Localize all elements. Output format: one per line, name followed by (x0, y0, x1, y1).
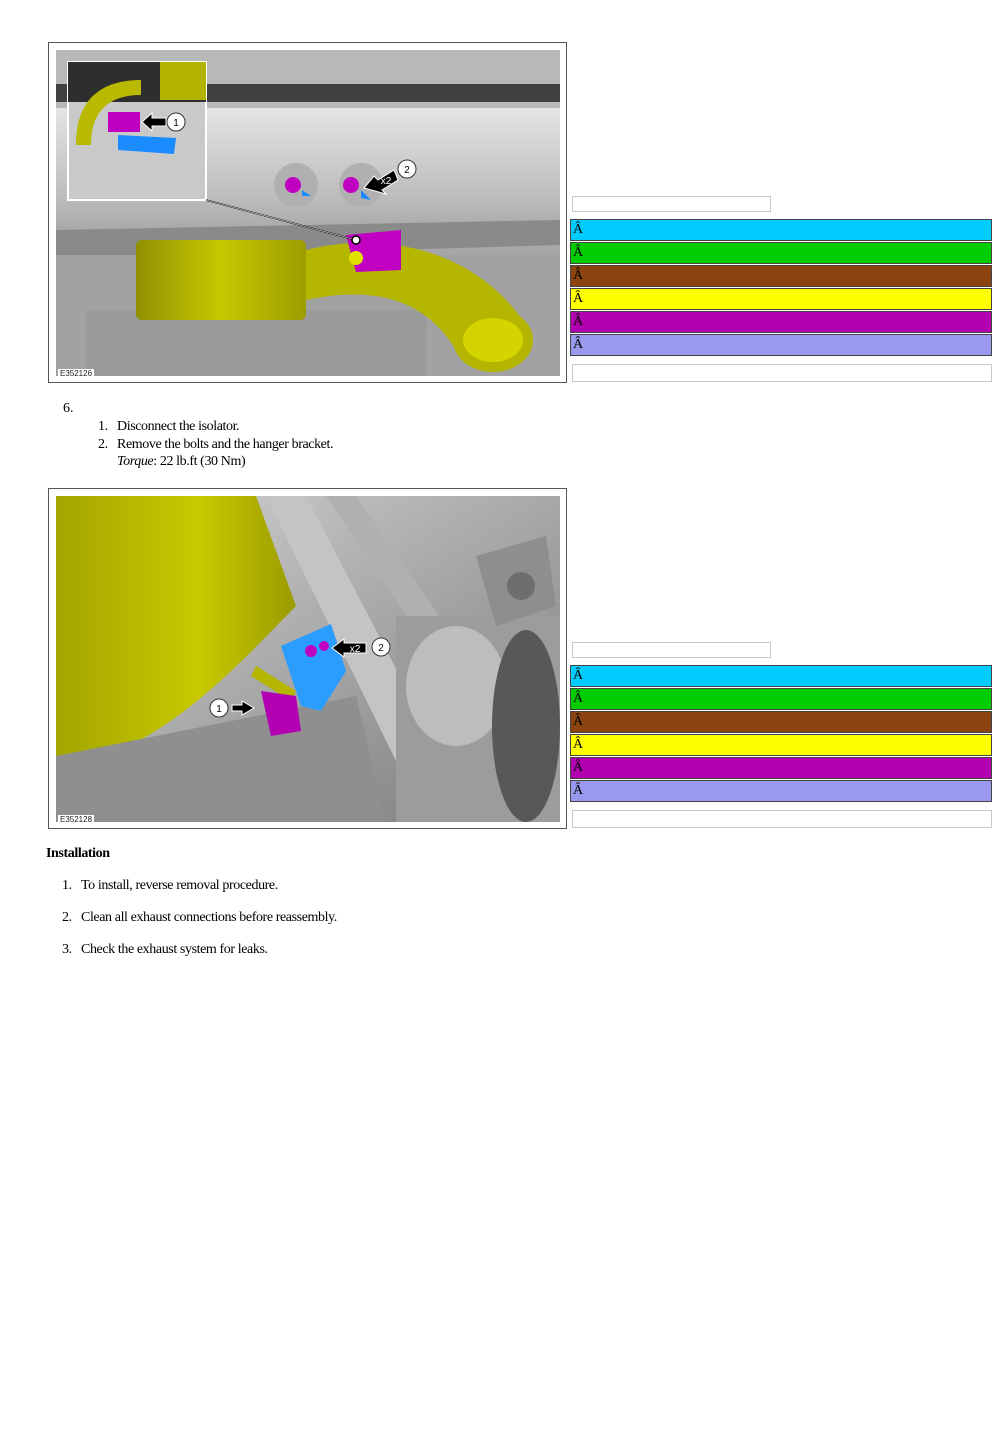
step-number: 3. (62, 942, 72, 957)
list-item: 1. To install, reverse removal procedure. (62, 878, 278, 894)
legend-swatch-green: Â (570, 242, 992, 264)
torque-label: Torque (117, 454, 154, 469)
legend-swatch-yellow: Â (570, 734, 992, 756)
legend-swatch-magenta: Â (570, 757, 992, 779)
legend-footer-box (572, 364, 992, 382)
step-number: 6. (63, 401, 74, 416)
figure-e352126: 1 x2 2 E352126 (48, 42, 567, 383)
figure-id-label: E352126 (58, 369, 95, 378)
callout-multiplier: x2 (381, 176, 392, 187)
step-text: To install, reverse removal procedure. (81, 878, 278, 893)
legend-figure-1: Â Â Â Â Â Â (570, 196, 992, 384)
figure-id-label: E352128 (58, 815, 95, 824)
legend-swatch-cyan: Â (570, 665, 992, 687)
legend-swatch-magenta: Â (570, 311, 992, 333)
step-number: 1. (62, 878, 72, 893)
callout-1: 1 (216, 704, 222, 715)
legend-swatch-lavender: Â (570, 334, 992, 356)
callout-2: 2 (378, 643, 384, 654)
step-text: Clean all exhaust connections before rea… (81, 910, 337, 925)
legend-figure-2: Â Â Â Â Â Â (570, 642, 992, 830)
legend-swatch-yellow: Â (570, 288, 992, 310)
step-text: Check the exhaust system for leaks. (81, 942, 268, 957)
legend-title-box (572, 196, 771, 212)
legend-swatch-brown: Â (570, 265, 992, 287)
torque-spec: Torque: 22 lb.ft (30 Nm) (117, 454, 246, 470)
legend-title-box (572, 642, 771, 658)
legend-swatch-lavender: Â (570, 780, 992, 802)
substep-text: Remove the bolts and the hanger bracket. (117, 437, 334, 452)
substep-number: 2. (98, 437, 108, 452)
torque-value: : 22 lb.ft (30 Nm) (153, 454, 246, 469)
legend-swatch-cyan: Â (570, 219, 992, 241)
list-item: 3. Check the exhaust system for leaks. (62, 942, 268, 958)
callout-1: 1 (173, 118, 179, 129)
substep-number: 1. (98, 419, 108, 434)
section-heading: Installation (46, 846, 110, 861)
exhaust-hanger-illustration-2: 1 x2 2 (56, 496, 560, 822)
legend-swatch-green: Â (570, 688, 992, 710)
list-item: 2. Clean all exhaust connections before r… (62, 910, 337, 926)
callout-2: 2 (404, 165, 410, 176)
exhaust-hanger-illustration-1: 1 x2 2 (56, 50, 560, 376)
step-number: 2. (62, 910, 72, 925)
callout-multiplier: x2 (350, 644, 361, 655)
figure-e352128: 1 x2 2 E352128 (48, 488, 567, 829)
legend-swatch-brown: Â (570, 711, 992, 733)
legend-footer-box (572, 810, 992, 828)
substep-text: Disconnect the isolator. (117, 419, 240, 434)
